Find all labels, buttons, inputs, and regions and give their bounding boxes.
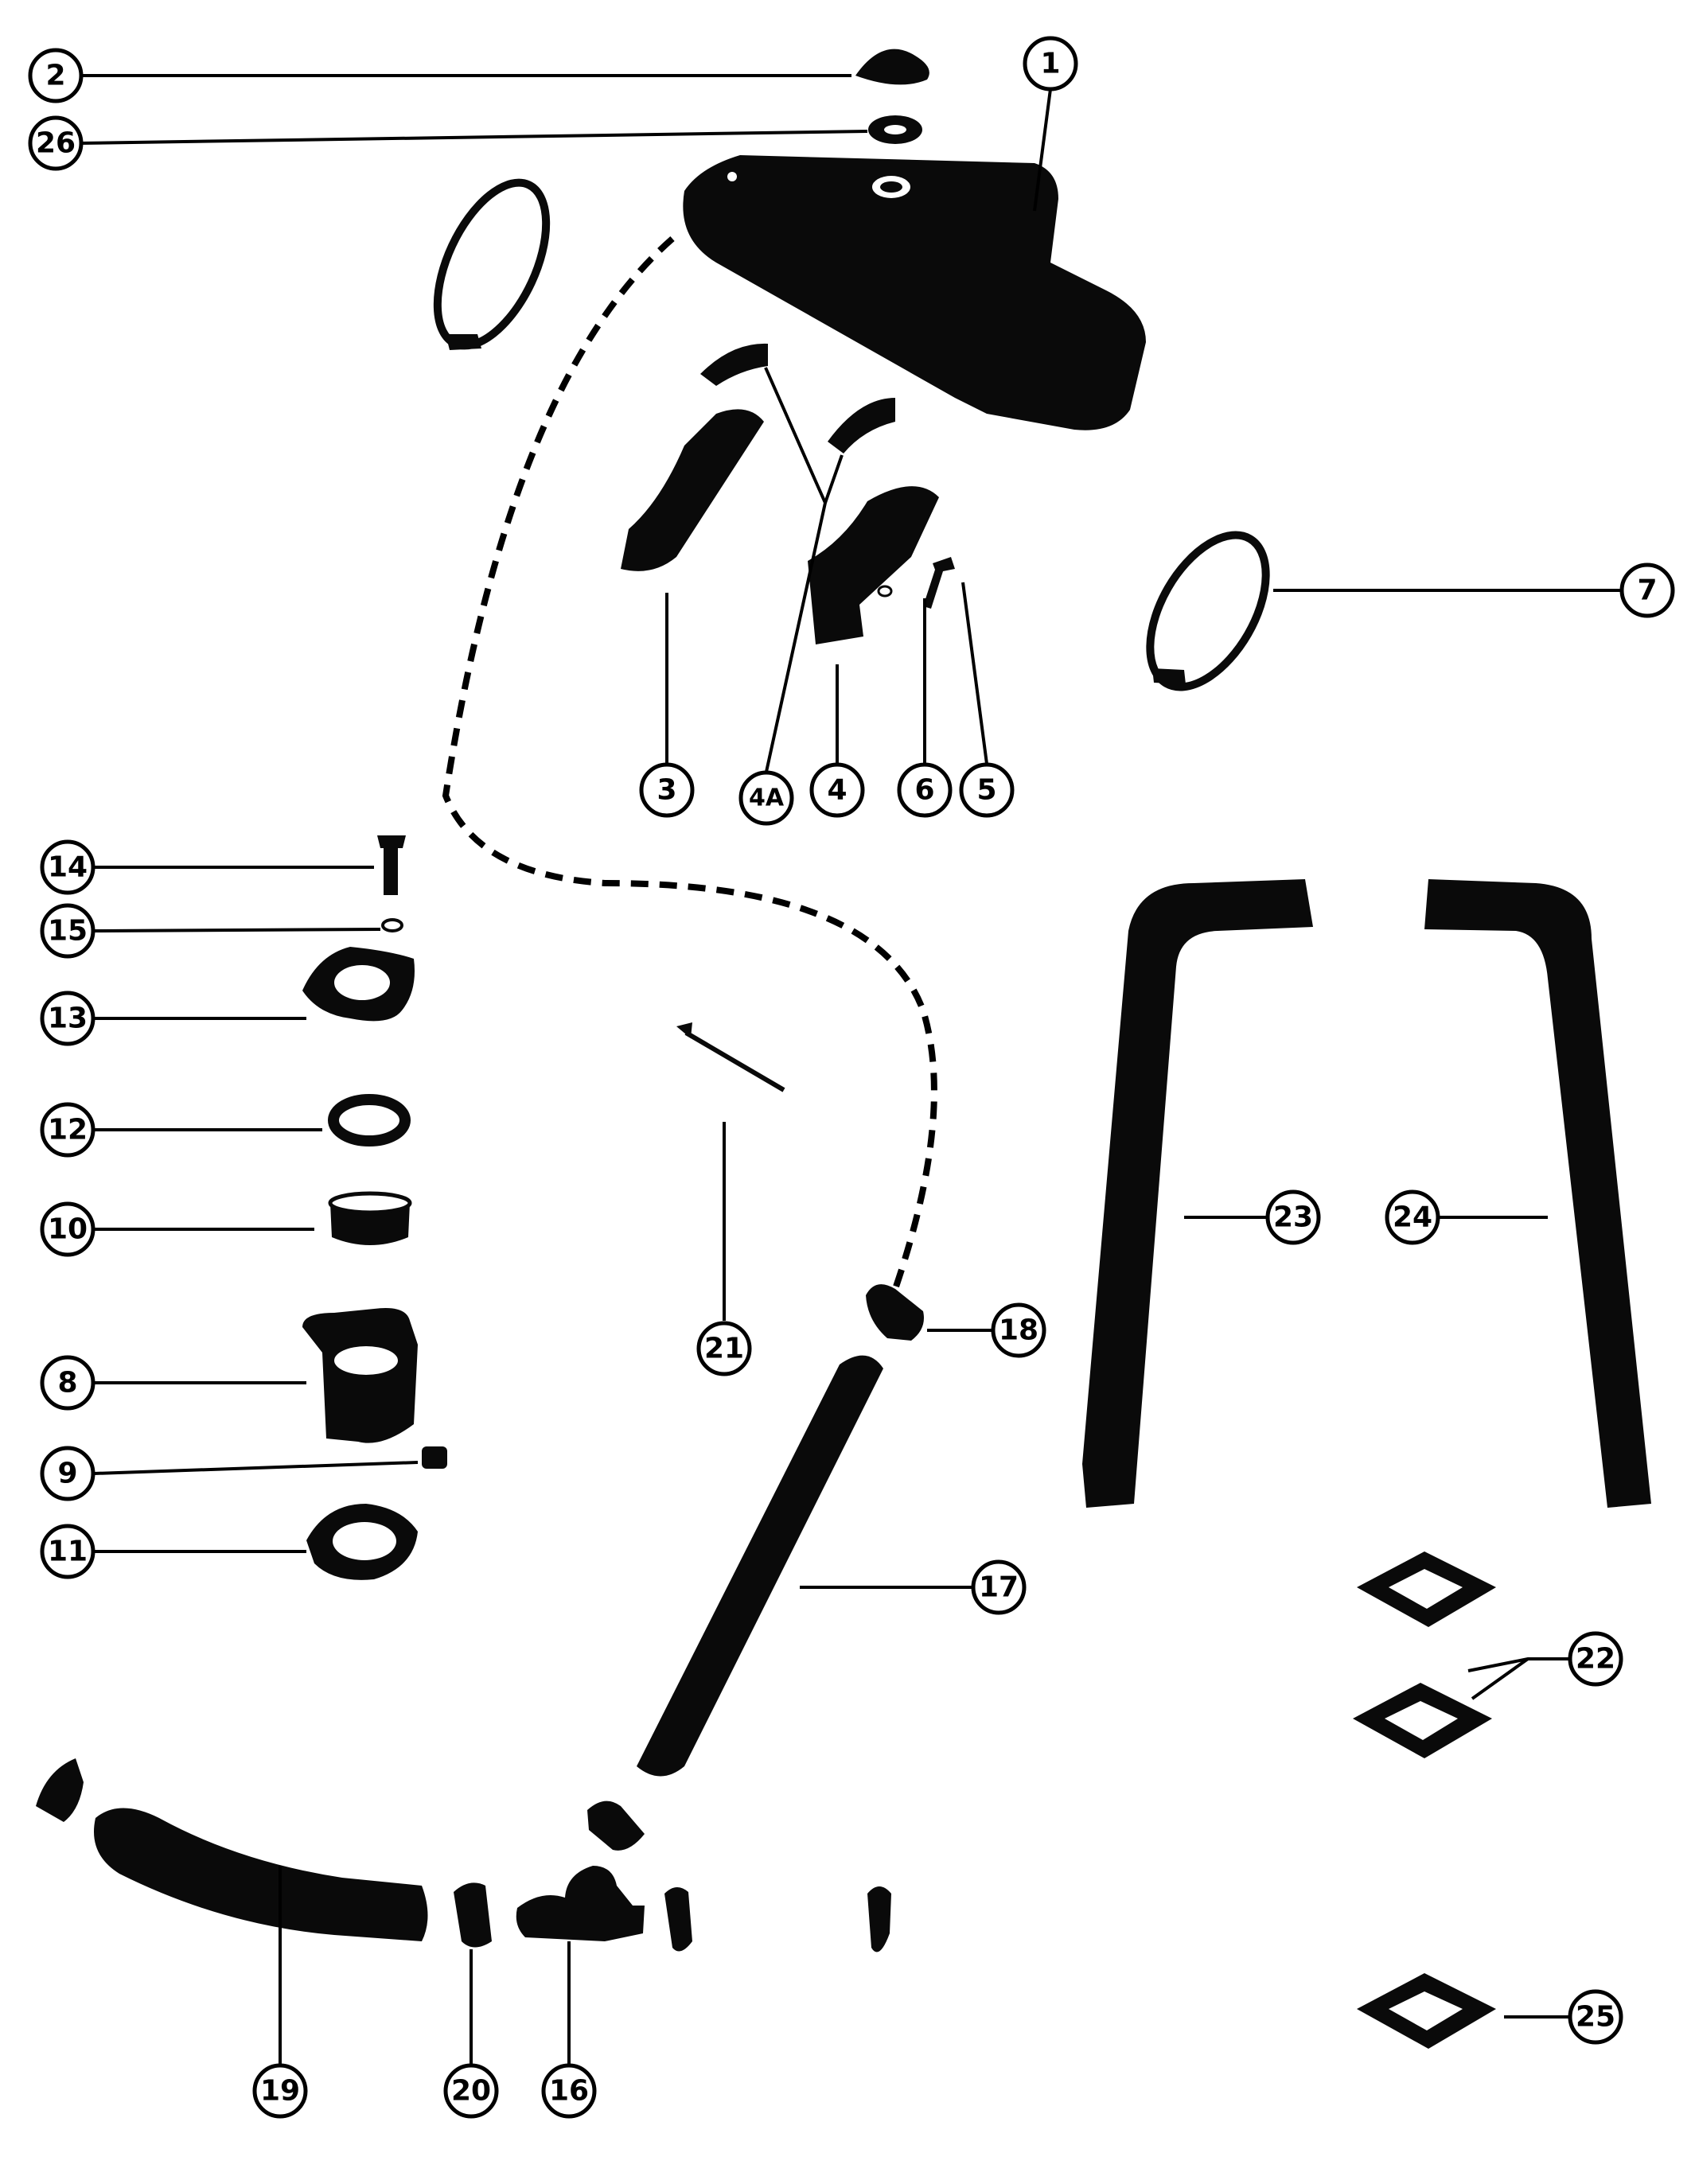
callout-4a: 4A [738,770,794,826]
callout-1: 1 [1023,36,1078,91]
svg-text:24: 24 [1393,1201,1432,1234]
callout-8: 8 [40,1355,95,1411]
part-washer-15 [381,918,403,932]
callout-19: 19 [252,2063,308,2119]
callout-15: 15 [40,903,95,959]
part-pin-21 [684,1030,785,1092]
callout-16: 16 [541,2063,597,2119]
callout-13: 13 [40,991,95,1046]
svg-text:12: 12 [48,1114,88,1147]
svg-text:2: 2 [45,60,65,92]
part-hose-clamp-upper [433,178,551,350]
svg-text:14: 14 [48,851,88,884]
svg-text:26: 26 [36,127,76,160]
callout-9: 9 [40,1446,95,1501]
svg-text:6: 6 [914,774,934,807]
callout-14: 14 [40,839,95,895]
callout-21: 21 [696,1321,752,1376]
callout-11: 11 [40,1524,95,1579]
part-o-ring-12 [328,1094,411,1147]
part-hose-clamp [1146,531,1270,691]
svg-text:25: 25 [1576,2001,1615,2034]
part-plug-9 [422,1446,447,1469]
callout-4: 4 [809,762,865,818]
part-hose-23 [1082,879,1313,1508]
svg-text:1: 1 [1040,48,1060,80]
callout-18: 18 [991,1302,1046,1358]
part-cap [855,49,929,85]
svg-text:13: 13 [48,1002,88,1035]
part-tee-16 [516,1866,645,1941]
callout-23: 23 [1265,1189,1321,1245]
callout-17: 17 [971,1559,1027,1615]
callout-24: 24 [1385,1189,1440,1245]
svg-text:4: 4 [827,774,847,807]
part-bracket-3 [621,409,764,571]
part-gasket-22-upper [1357,1551,1496,1627]
svg-text:18: 18 [999,1314,1038,1347]
svg-text:22: 22 [1576,1643,1615,1676]
svg-text:5: 5 [976,774,996,807]
part-washer [877,585,893,598]
part-housing-8 [302,1308,418,1443]
part-coupling-20 [454,1882,492,1948]
svg-text:23: 23 [1273,1201,1313,1234]
svg-text:4A: 4A [749,784,785,812]
part-hose-17 [637,1355,883,1777]
svg-text:19: 19 [260,2075,300,2108]
part-hose-19 [94,1808,428,1941]
dashed-tube-path [442,236,937,1291]
part-bracket-4 [808,486,939,644]
svg-text:17: 17 [979,1571,1019,1604]
callout-7: 7 [1619,563,1675,618]
callout-26: 26 [28,115,84,171]
part-plug-a [664,1886,692,1952]
svg-text:11: 11 [48,1536,88,1568]
part-bracket-4a-upper [700,343,768,386]
part-elbow-fitting [866,1284,924,1341]
part-gasket-25 [1357,1973,1496,2049]
svg-text:7: 7 [1637,574,1657,607]
part-hose-24 [1424,879,1651,1508]
part-elbow-left [36,1758,84,1822]
part-elbow-fitting-lower [587,1801,645,1851]
callout-5: 5 [959,762,1015,818]
part-screw [923,557,955,609]
callout-22: 22 [1568,1631,1623,1687]
svg-text:21: 21 [704,1333,744,1365]
callout-10: 10 [40,1201,95,1257]
svg-text:16: 16 [549,2075,589,2108]
callout-25: 25 [1568,1989,1623,2045]
part-plug-b [867,1886,891,1952]
svg-text:15: 15 [48,915,88,948]
callout-2: 2 [28,48,84,103]
svg-text:20: 20 [451,2075,491,2108]
svg-text:10: 10 [48,1213,88,1246]
callout-3: 3 [639,762,695,818]
callout-6: 6 [897,762,953,818]
callout-20: 20 [443,2063,499,2119]
callout-12: 12 [40,1102,95,1158]
part-screw-14 [377,835,406,895]
svg-text:8: 8 [57,1367,77,1400]
part-bracket-4a-lower [828,398,895,454]
svg-text:3: 3 [657,774,676,807]
svg-text:9: 9 [57,1458,77,1490]
part-heat-exchanger [683,155,1146,430]
part-gasket-22-lower [1353,1683,1492,1758]
